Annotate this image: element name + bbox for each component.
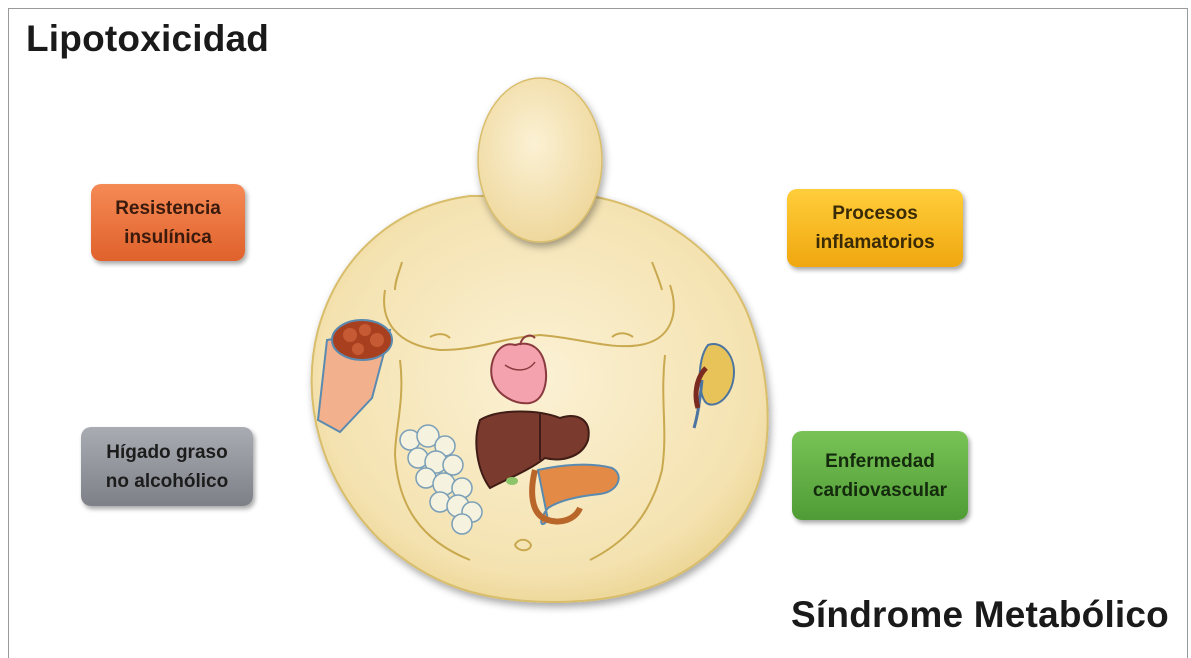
box-enfermedad-cardiovascular: Enfermedad cardiovascular [792, 431, 968, 520]
box-label-line2: no alcohólico [106, 467, 228, 496]
box-label-line1: Enfermedad [813, 447, 947, 476]
box-label-line1: Resistencia [115, 194, 221, 223]
box-procesos-inflamatorios: Procesos inflamatorios [787, 189, 963, 267]
box-label-line2: cardiovascular [813, 476, 947, 505]
box-resistencia-insulinica: Resistencia insulínica [91, 184, 245, 261]
box-label-line1: Hígado graso [106, 438, 228, 467]
box-label-line2: inflamatorios [815, 228, 934, 257]
box-label-line1: Procesos [815, 199, 934, 228]
footer-title: Síndrome Metabólico [791, 594, 1169, 636]
box-higado-graso: Hígado graso no alcohólico [81, 427, 253, 506]
box-label-line2: insulínica [115, 223, 221, 252]
head [478, 78, 602, 242]
